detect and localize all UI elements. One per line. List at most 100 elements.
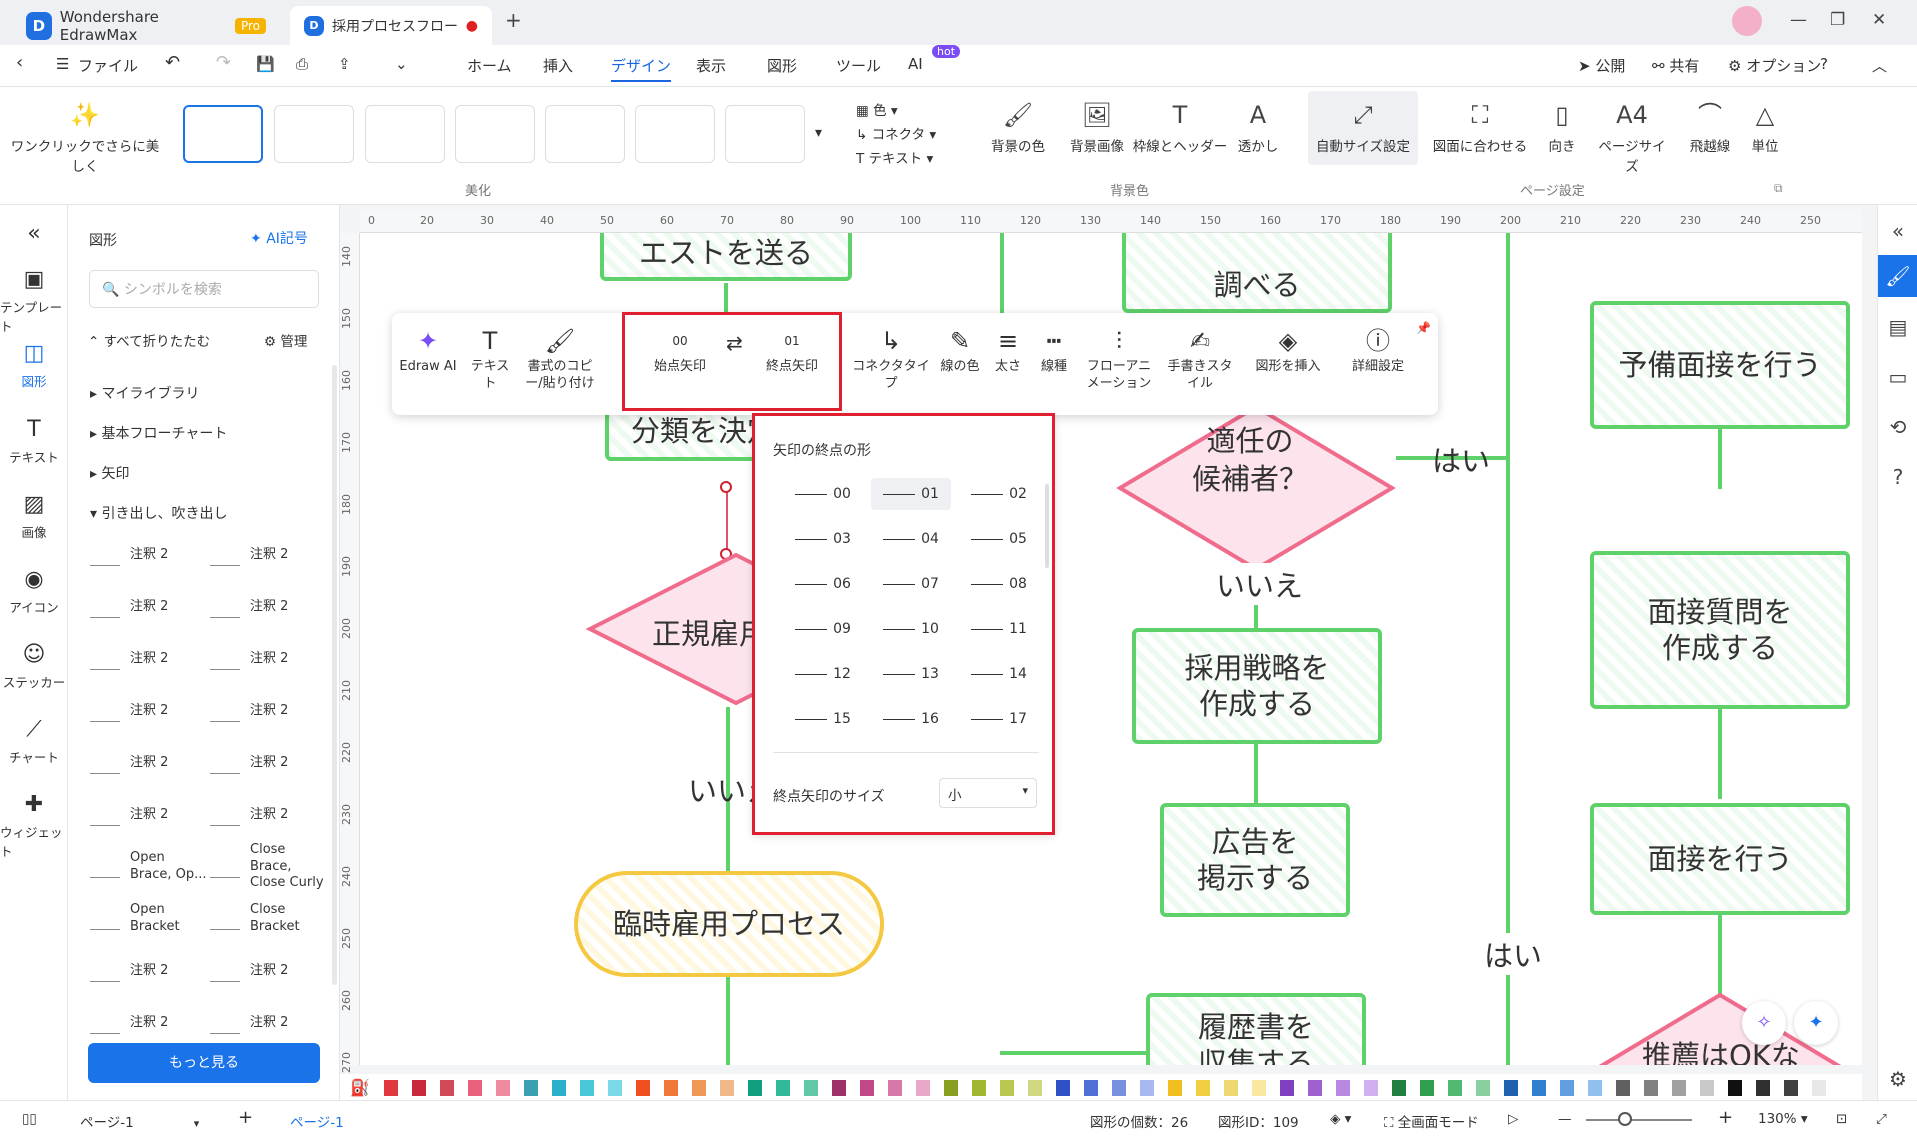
expand-icon[interactable]: ⤢ (1876, 1111, 1887, 1127)
shape-cell[interactable]: 注釈 2 (210, 951, 330, 991)
bg-image-button[interactable]: 🖼背景画像 (1057, 95, 1137, 155)
connector[interactable] (1718, 915, 1722, 995)
shape-cell[interactable]: 注釈 2 (90, 691, 210, 731)
arrow-option[interactable]: 04 (871, 523, 951, 555)
color-menu[interactable]: ▦ 色 ▾ (856, 103, 898, 119)
arrow-option[interactable]: 05 (959, 523, 1039, 555)
nav-templates[interactable]: ▣テンプレート (0, 267, 68, 335)
shape-cell[interactable]: 注釈 2 (90, 639, 210, 679)
library-callouts[interactable]: ▾ 引き出し、吹き出し (90, 506, 228, 522)
nav-charts[interactable]: ⟋チャート (0, 717, 68, 766)
connector[interactable] (1000, 1051, 1146, 1055)
color-swatch[interactable] (1616, 1080, 1630, 1096)
line-type-button[interactable]: ┅線種 (1034, 323, 1074, 376)
unit-button[interactable]: △単位 (1746, 95, 1784, 155)
connector-menu[interactable]: ↳ コネクタ ▾ (856, 127, 937, 143)
page-tab[interactable]: ページ-1 (290, 1115, 344, 1131)
theme-5[interactable] (545, 105, 625, 163)
arrow-option[interactable]: 00 (783, 478, 863, 510)
menu-tools[interactable]: ツール (836, 57, 882, 75)
color-swatch[interactable] (384, 1080, 398, 1096)
collapse-ribbon-icon[interactable]: ︿ (1872, 57, 1888, 75)
shape-cell[interactable]: 注釈 2 (210, 587, 330, 627)
document-tab[interactable]: D 採用プロセスフロー ● (290, 6, 492, 45)
theme-1[interactable] (183, 105, 263, 163)
node-interview[interactable]: 面接を行う (1590, 803, 1850, 915)
shape-cell[interactable]: 注釈 2 (210, 691, 330, 731)
color-swatch[interactable] (720, 1080, 734, 1096)
zoom-out-icon[interactable]: — (1558, 1111, 1572, 1127)
fullscreen-button[interactable]: ⛶ 全画面モード (1384, 1111, 1479, 1131)
ai-assistant-float-icon[interactable]: ✦ (1794, 1001, 1838, 1045)
shape-cell[interactable]: 注釈 2 (210, 743, 330, 783)
color-swatch[interactable] (972, 1080, 986, 1096)
menu-shape[interactable]: 図形 (767, 57, 798, 75)
more-shapes-button[interactable]: もっと見る (88, 1043, 320, 1083)
color-swatch[interactable] (1392, 1080, 1406, 1096)
color-swatch[interactable] (636, 1080, 650, 1096)
size-select[interactable]: 小▾ (939, 778, 1037, 808)
arrow-option[interactable]: 07 (871, 568, 951, 600)
node-strategy[interactable]: 採用戦略を 作成する (1132, 628, 1382, 744)
arrow-option[interactable]: 02 (959, 478, 1039, 510)
add-page-icon[interactable]: + (238, 1107, 254, 1128)
color-swatch[interactable] (1000, 1080, 1014, 1096)
page-select[interactable]: ページ-1▾ (80, 1111, 199, 1131)
redo-icon[interactable]: ↷ (216, 52, 232, 73)
color-swatch[interactable] (692, 1080, 706, 1096)
node-resume[interactable]: 履歴書を 収集する (1146, 993, 1366, 1065)
shape-cell[interactable]: 注釈 2 (90, 587, 210, 627)
shape-cell[interactable]: Open Brace, Op... (90, 847, 210, 887)
arrow-option[interactable]: 16 (871, 703, 951, 735)
user-avatar[interactable] (1732, 6, 1762, 36)
style-panel-icon[interactable]: 🖌 (1878, 255, 1917, 297)
options-button[interactable]: ⚙ オプション (1728, 55, 1821, 76)
color-swatch[interactable] (888, 1080, 902, 1096)
swap-arrows-icon[interactable]: ⇄ (726, 331, 743, 355)
node-ad[interactable]: 広告を 掲示する (1160, 803, 1350, 917)
connector-start-handle[interactable] (720, 481, 732, 493)
expand-right-panel-icon[interactable]: « (1891, 219, 1905, 243)
shape-cell[interactable]: 注釈 2 (90, 951, 210, 991)
shape-cell[interactable]: 注釈 2 (90, 795, 210, 835)
arrow-option[interactable]: 06 (783, 568, 863, 600)
nav-stickers[interactable]: ☺ステッカー (0, 642, 68, 691)
jump-line-button[interactable]: ⌒飛越線 (1682, 95, 1738, 155)
arrow-option[interactable]: 14 (959, 658, 1039, 690)
theme-2[interactable] (274, 105, 354, 163)
help-icon[interactable]: ? (1820, 55, 1828, 73)
color-swatch[interactable] (1336, 1080, 1350, 1096)
color-swatch[interactable] (1084, 1080, 1098, 1096)
presentation-icon[interactable]: ▭ (1888, 365, 1908, 389)
color-swatch[interactable] (748, 1080, 762, 1096)
node-temp-process[interactable]: 臨時雇用プロセス (574, 871, 884, 977)
arrow-option[interactable]: 08 (959, 568, 1039, 600)
color-swatch[interactable] (1476, 1080, 1490, 1096)
connector[interactable] (1396, 456, 1506, 460)
color-swatch[interactable] (1504, 1080, 1518, 1096)
arrow-option[interactable]: 01 (871, 478, 951, 510)
nav-widgets[interactable]: ✚ウィジェット (0, 792, 68, 860)
fit-drawing-button[interactable]: ⛶図面に合わせる (1428, 95, 1532, 155)
library-my[interactable]: ▸ マイライブラリ (90, 386, 200, 402)
color-swatch[interactable] (1560, 1080, 1574, 1096)
theme-6[interactable] (635, 105, 715, 163)
node-questions[interactable]: 面接質問を 作成する (1590, 551, 1850, 709)
node-investigate[interactable]: 調べる (1122, 233, 1392, 313)
color-swatch[interactable] (1756, 1080, 1770, 1096)
app-tab[interactable]: D Wondershare EdrawMax Pro (12, 6, 280, 45)
ai-beautify-float-icon[interactable]: ✧ (1742, 1001, 1786, 1045)
arrow-option[interactable]: 11 (959, 613, 1039, 645)
restore-icon[interactable]: ❐ (1830, 10, 1846, 30)
arrow-option[interactable]: 03 (783, 523, 863, 555)
color-swatch[interactable] (1448, 1080, 1462, 1096)
ai-symbol-button[interactable]: ✦ AI記号 (250, 231, 308, 247)
symbol-search-input[interactable]: 🔍 シンボルを検索 (89, 270, 319, 308)
color-swatch[interactable] (860, 1080, 874, 1096)
arrow-option[interactable]: 12 (783, 658, 863, 690)
